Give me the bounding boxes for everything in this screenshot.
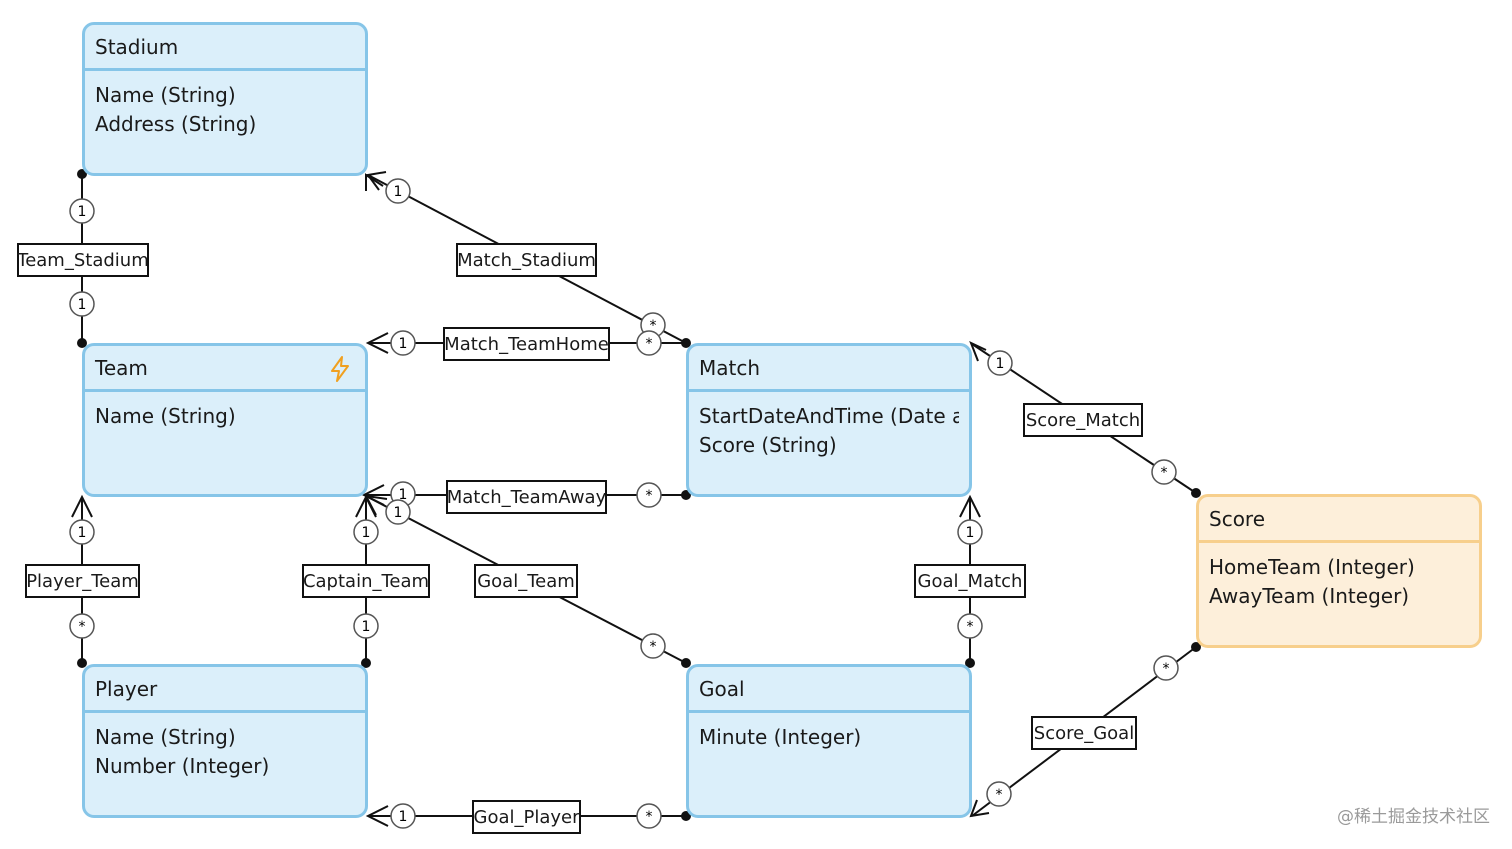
entity-attribute: Name (String): [95, 725, 236, 749]
entity-attribute: Address (String): [95, 112, 257, 136]
arrowhead: [365, 173, 384, 191]
arrowhead: [71, 494, 93, 518]
svg-text:*: *: [1163, 661, 1170, 677]
endpoint-dot: [1191, 642, 1201, 652]
multiplicity-badge: *: [957, 613, 983, 639]
entity-attribute: StartDateAndTime (Date a...: [699, 404, 959, 428]
multiplicity-badge: 1: [957, 519, 983, 545]
multiplicity-badge: 1: [385, 499, 411, 525]
multiplicity-badge: 1: [69, 291, 95, 317]
svg-text:1: 1: [78, 525, 87, 541]
svg-text:1: 1: [966, 525, 975, 541]
svg-text:*: *: [650, 318, 657, 334]
svg-text:*: *: [650, 639, 657, 655]
multiplicity-badge: 1: [353, 519, 379, 545]
relation-label-match-teamaway[interactable]: Match_TeamAway: [446, 480, 607, 514]
svg-text:1: 1: [362, 525, 371, 541]
svg-text:1: 1: [996, 356, 1005, 372]
entity-attribute: Name (String): [95, 404, 236, 428]
relation-label-goal-player[interactable]: Goal_Player: [472, 800, 581, 834]
arrowhead: [959, 494, 981, 518]
relation-label-captain-team[interactable]: Captain_Team: [302, 564, 430, 598]
arrowhead: [365, 805, 389, 827]
multiplicity-badge: 1: [353, 613, 379, 639]
svg-text:*: *: [646, 488, 653, 504]
multiplicity-badge: *: [69, 613, 95, 639]
entity-title: Score: [1199, 497, 1479, 543]
svg-text:1: 1: [394, 184, 403, 200]
svg-text:1: 1: [362, 619, 371, 635]
entity-title: Stadium: [85, 25, 365, 71]
relation-label-goal-match[interactable]: Goal_Match: [914, 564, 1026, 598]
arrowhead: [365, 332, 389, 354]
multiplicity-badge: 1: [385, 178, 411, 204]
endpoint-dot: [965, 658, 975, 668]
endpoint-dot: [681, 338, 691, 348]
relation-label-goal-team[interactable]: Goal_Team: [474, 564, 578, 598]
svg-text:*: *: [79, 619, 86, 635]
multiplicity-badge: *: [986, 781, 1012, 807]
relation-label-player-team[interactable]: Player_Team: [25, 564, 140, 598]
entity-stadium[interactable]: Stadium Name (String) Address (String): [82, 22, 368, 176]
endpoint-dot: [77, 658, 87, 668]
relation-label-match-stadium[interactable]: Match_Stadium: [456, 243, 597, 277]
svg-text:*: *: [1161, 465, 1168, 481]
entity-attribute: HomeTeam (Integer): [1209, 555, 1415, 579]
endpoint-dot: [77, 338, 87, 348]
endpoint-dot: [681, 658, 691, 668]
multiplicity-badge: 1: [69, 519, 95, 545]
multiplicity-badge: *: [636, 330, 662, 356]
arrowhead: [361, 484, 385, 506]
multiplicity-badge: 1: [987, 350, 1013, 376]
entity-attribute: Minute (Integer): [699, 725, 862, 749]
svg-text:*: *: [646, 336, 653, 352]
svg-text:1: 1: [399, 809, 408, 825]
endpoint-dot: [361, 658, 371, 668]
multiplicity-badge: *: [1151, 459, 1177, 485]
arrowhead: [969, 799, 990, 818]
multiplicity-badge: 1: [69, 198, 95, 224]
svg-text:1: 1: [78, 204, 87, 220]
svg-text:*: *: [967, 619, 974, 635]
entity-score[interactable]: Score HomeTeam (Integer) AwayTeam (Integ…: [1196, 494, 1482, 648]
entity-header: Team: [85, 346, 365, 392]
arrowhead: [364, 494, 388, 516]
multiplicity-badge: 1: [390, 330, 416, 356]
relation-label-score-goal[interactable]: Score_Goal: [1031, 716, 1137, 750]
entity-attribute: AwayTeam (Integer): [1209, 584, 1410, 608]
svg-text:1: 1: [78, 297, 87, 313]
endpoint-dot: [1191, 488, 1201, 498]
arrowhead: [969, 341, 987, 362]
entity-attribute: Score (String): [699, 433, 837, 457]
lightning-icon: [329, 356, 351, 387]
multiplicity-badge: 1: [390, 803, 416, 829]
entity-title: Player: [85, 667, 365, 713]
entity-goal[interactable]: Goal Minute (Integer): [686, 664, 972, 818]
svg-text:1: 1: [399, 336, 408, 352]
entity-player[interactable]: Player Name (String) Number (Integer): [82, 664, 368, 818]
svg-text:1: 1: [399, 487, 408, 503]
entity-title: Team: [95, 355, 148, 380]
relation-label-score-match[interactable]: Score_Match: [1023, 403, 1143, 437]
entity-match[interactable]: Match StartDateAndTime (Date a... Score …: [686, 343, 972, 497]
svg-text:*: *: [646, 809, 653, 825]
multiplicity-badge: *: [636, 803, 662, 829]
entity-team[interactable]: Team Name (String): [82, 343, 368, 497]
arrowhead: [366, 171, 387, 191]
watermark: @稀土掘金技术社区: [1337, 807, 1490, 827]
entity-title: Match: [689, 346, 969, 392]
svg-text:*: *: [996, 787, 1003, 803]
svg-text:1: 1: [394, 505, 403, 521]
relation-label-match-teamhome[interactable]: Match_TeamHome: [443, 327, 610, 361]
entity-attribute: Name (String): [95, 83, 236, 107]
entity-title: Goal: [689, 667, 969, 713]
multiplicity-badge: *: [636, 482, 662, 508]
multiplicity-badge: *: [1153, 655, 1179, 681]
relation-label-team-stadium[interactable]: Team_Stadium: [17, 243, 149, 277]
entity-attribute: Number (Integer): [95, 754, 270, 778]
multiplicity-badge: *: [640, 633, 666, 659]
